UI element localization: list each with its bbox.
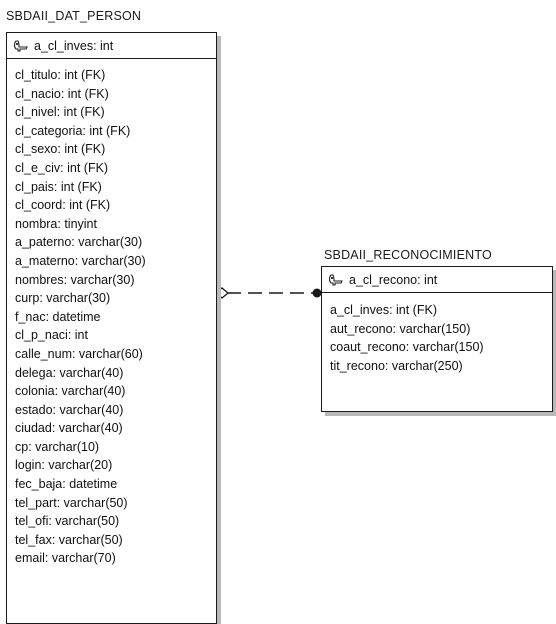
attribute: fec_baja: datetime: [15, 477, 118, 492]
key-icon: [328, 273, 343, 286]
attribute: coaut_recono: varchar(150): [330, 340, 484, 355]
relationship-person-reconocimiento[interactable]: [214, 287, 322, 299]
attribute: cl_e_civ: int (FK): [15, 160, 109, 175]
attribute: login: varchar(20): [15, 458, 113, 473]
attribute: cl_sexo: int (FK): [15, 142, 106, 157]
attribute: cl_titulo: int (FK): [15, 68, 106, 82]
attribute: estado: varchar(40): [15, 402, 124, 417]
attribute: nombres: varchar(30): [15, 272, 135, 287]
attribute: tit_recono: varchar(250): [330, 358, 463, 373]
relationship-dot-end: [312, 288, 322, 298]
attribute-list: a_cl_inves: int (FK) aut_recono: varchar…: [322, 293, 552, 375]
attribute: a_materno: varchar(30): [15, 253, 146, 268]
attribute: tel_ofi: varchar(50): [15, 514, 120, 529]
primary-key-label: a_cl_recono: int: [349, 272, 438, 287]
primary-key-row: a_cl_recono: int: [322, 267, 552, 293]
attribute: nombra: tinyint: [15, 216, 97, 231]
attribute: cl_nacio: int (FK): [15, 86, 109, 101]
attribute: cl_categoria: int (FK): [15, 123, 131, 138]
attribute-list: cl_titulo: int (FK) cl_nacio: int (FK) c…: [7, 59, 216, 568]
entity-title-person: SBDAII_DAT_PERSON: [6, 9, 142, 23]
attribute: a_cl_inves: int (FK): [330, 303, 437, 317]
attribute: f_nac: datetime: [15, 309, 101, 324]
attribute: ciudad: varchar(40): [15, 421, 123, 436]
relationship-diamond-end: [214, 287, 230, 299]
attribute: tel_part: varchar(50): [15, 495, 128, 510]
attribute: a_paterno: varchar(30): [15, 235, 143, 250]
attribute: colonia: varchar(40): [15, 384, 126, 399]
attribute: aut_recono: varchar(150): [330, 321, 471, 336]
attribute: cp: varchar(10): [15, 439, 100, 454]
attribute: cl_p_naci: int: [15, 328, 88, 343]
attribute: cl_nivel: int (FK): [15, 105, 105, 120]
primary-key-label: a_cl_inves: int: [34, 38, 114, 53]
primary-key-row: a_cl_inves: int: [7, 33, 216, 59]
attribute: cl_pais: int (FK): [15, 179, 102, 194]
attribute: cl_coord: int (FK): [15, 198, 111, 213]
entity-person[interactable]: a_cl_inves: int cl_titulo: int (FK) cl_n…: [6, 32, 217, 624]
attribute: email: varchar(70): [15, 551, 116, 566]
key-icon: [13, 39, 28, 52]
entity-title-reconocimiento: SBDAII_RECONOCIMIENTO: [324, 248, 492, 262]
attribute: delega: varchar(40): [15, 365, 124, 380]
entity-reconocimiento[interactable]: a_cl_recono: int a_cl_inves: int (FK) au…: [321, 266, 553, 412]
attribute: curp: varchar(30): [15, 291, 111, 306]
attribute: calle_num: varchar(60): [15, 346, 143, 361]
attribute: tel_fax: varchar(50): [15, 532, 123, 547]
